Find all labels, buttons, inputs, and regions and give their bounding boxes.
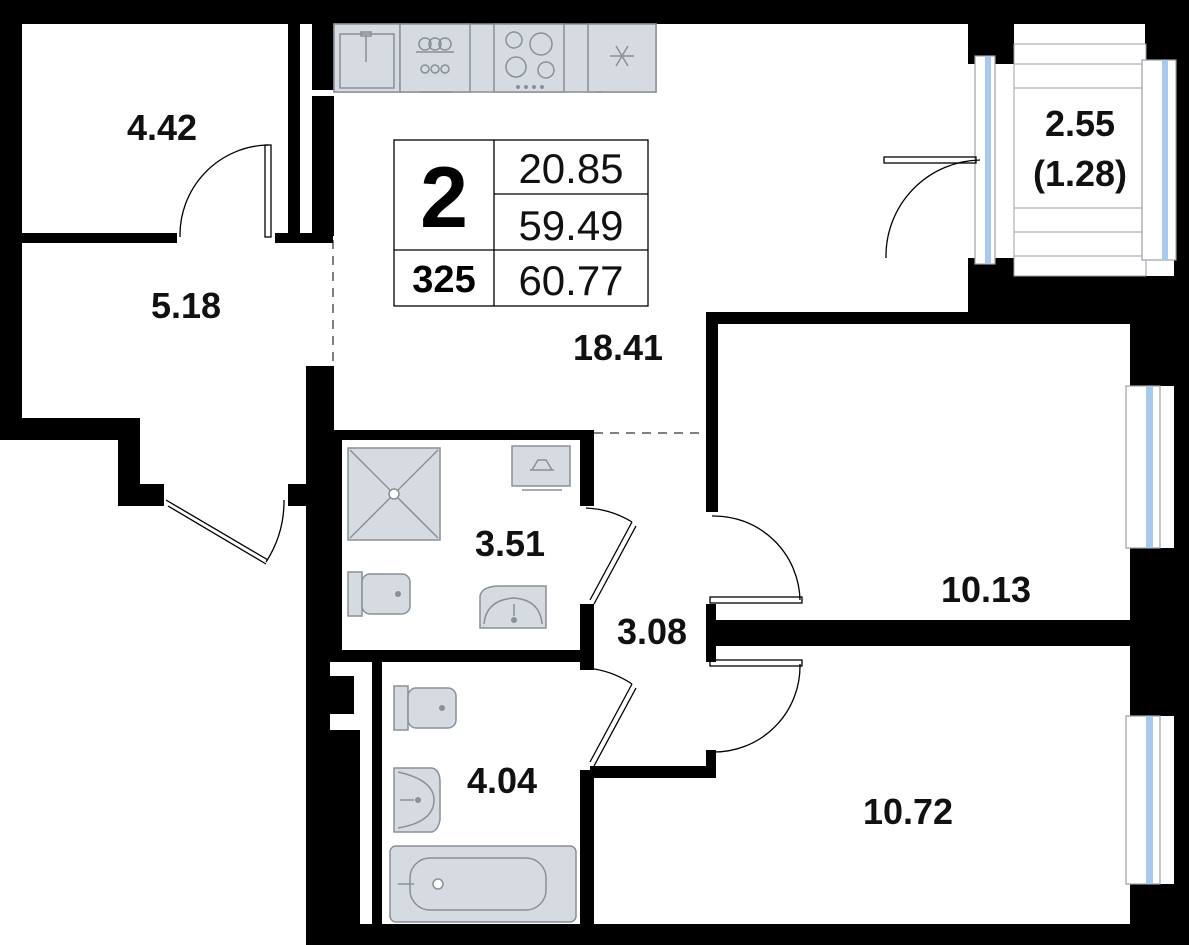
room-area-kitchen-living: 18.41: [573, 327, 663, 368]
washing-machine-icon: [511, 445, 571, 491]
door-storage[interactable]: [179, 144, 272, 238]
dishwasher-icon: [399, 23, 471, 93]
sink-icon: [333, 23, 401, 93]
area-total: 60.77: [518, 257, 623, 304]
balcony: [1013, 43, 1147, 277]
washbasin-icon: [479, 585, 547, 629]
room-area-bedroom-2: 10.72: [863, 791, 953, 832]
room-area-bedroom-1: 10.13: [941, 569, 1031, 610]
door-balcony[interactable]: [883, 156, 981, 259]
area-living: 59.49: [518, 202, 623, 249]
room-area-corridor: 3.08: [617, 611, 687, 652]
room-area-balcony-reduced: (1.28): [1033, 153, 1127, 194]
toilet-icon: [347, 571, 411, 617]
door-bedroom-1[interactable]: [709, 515, 803, 604]
apartment-number: 325: [412, 259, 475, 301]
door-shower-bathroom[interactable]: [585, 507, 637, 605]
toilet-icon: [393, 685, 457, 731]
area-kitchen: 20.85: [518, 145, 623, 192]
bathtub-icon: [389, 845, 577, 923]
room-area-bathroom-tub: 4.04: [467, 760, 537, 801]
door-entrance[interactable]: [165, 499, 285, 565]
window-bedroom-1: [1125, 385, 1161, 549]
door-bedroom-2[interactable]: [709, 659, 803, 753]
room-area-storage: 4.42: [127, 107, 197, 148]
room-area-balcony: 2.55: [1045, 103, 1115, 144]
window-bedroom-2: [1125, 715, 1161, 885]
room-area-hall: 5.18: [151, 285, 221, 326]
rooms-count: 2: [420, 150, 468, 246]
shower-icon: [347, 447, 441, 541]
kitchen-counter: [333, 23, 657, 93]
washbasin-icon: [393, 767, 441, 833]
door-tub-bathroom[interactable]: [585, 667, 637, 767]
stove-icon: [493, 23, 565, 93]
apartment-info-table: 2 20.85 59.49 325 60.77: [393, 139, 649, 307]
room-area-bathroom-shower: 3.51: [475, 523, 545, 564]
window-balcony-outer: [1141, 59, 1177, 261]
fridge-icon: [587, 23, 657, 93]
